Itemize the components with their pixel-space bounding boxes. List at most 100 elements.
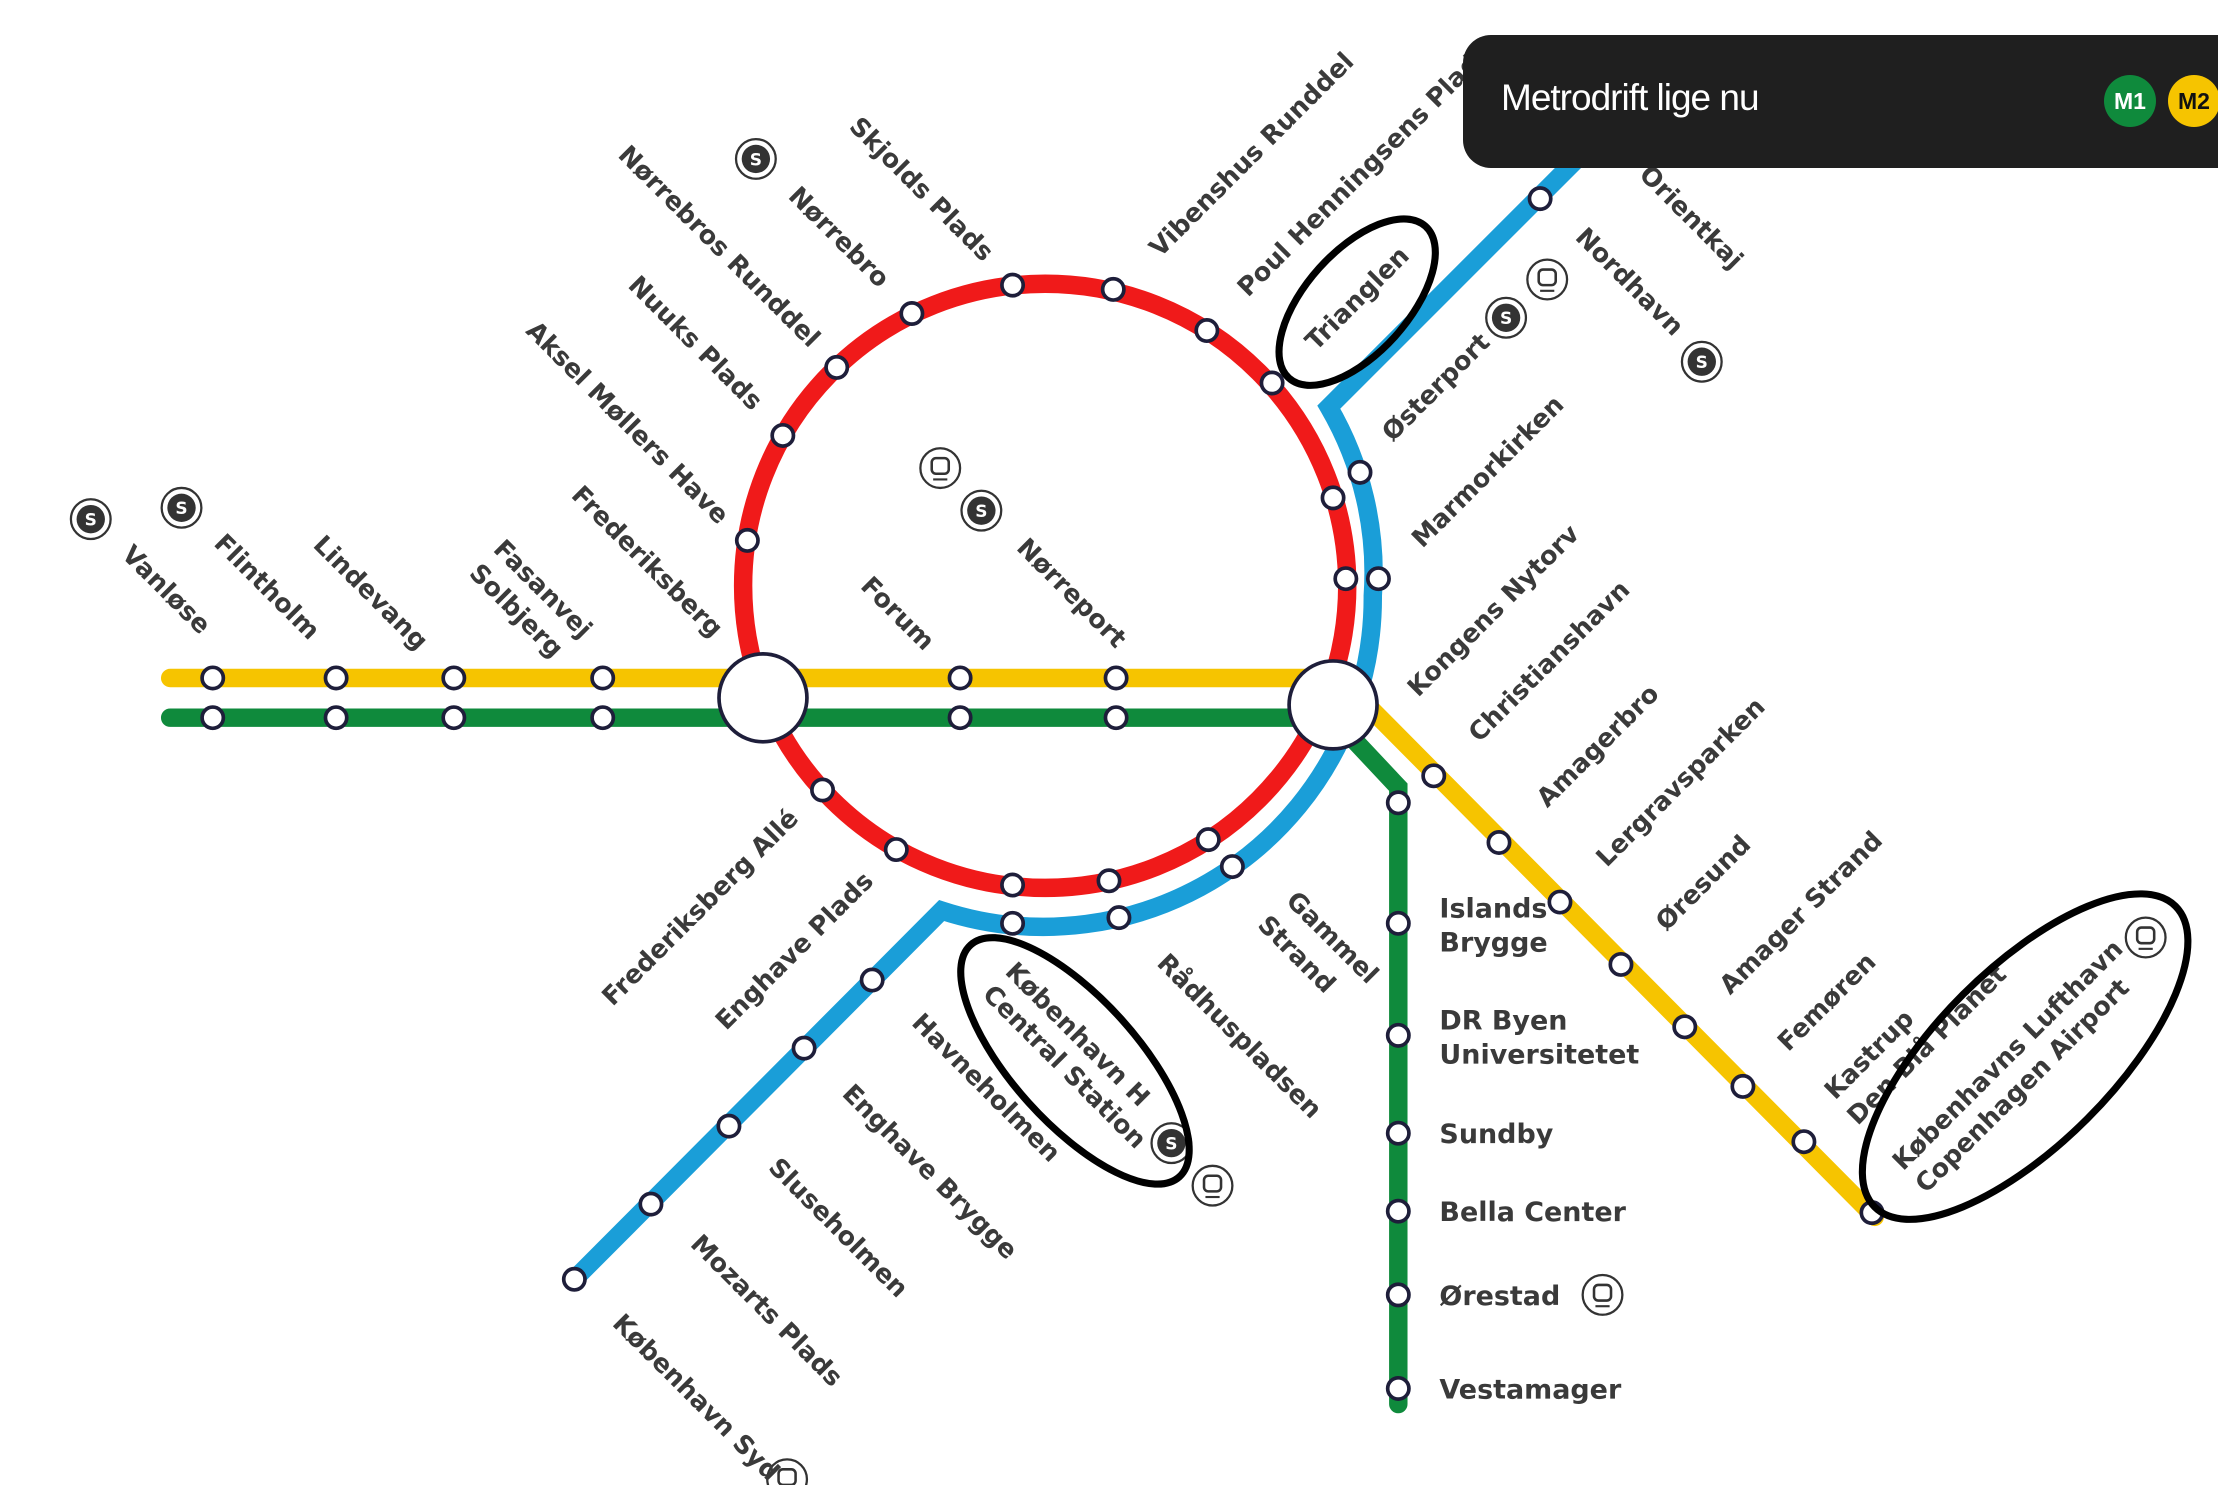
- m2-badge[interactable]: M2: [2168, 75, 2218, 127]
- station-dot[interactable]: [716, 1113, 742, 1139]
- station-dot[interactable]: [1672, 1014, 1698, 1040]
- station-label-sluseholmen[interactable]: Sluseholmen: [762, 1152, 914, 1304]
- train-icon: [1526, 258, 1569, 301]
- station-label-islands[interactable]: Islands: [1439, 894, 1547, 925]
- station-label-poul[interactable]: Poul Henningsens Plads: [1232, 38, 1497, 303]
- station-label-lindevang[interactable]: Lindevang: [307, 530, 434, 657]
- station-dot[interactable]: [1103, 665, 1129, 691]
- station-dot[interactable]: [1103, 705, 1129, 731]
- station-dot[interactable]: [1385, 1282, 1411, 1308]
- station-dot[interactable]: [1791, 1129, 1817, 1155]
- station-dot[interactable]: [323, 665, 349, 691]
- station-dot[interactable]: [899, 301, 925, 326]
- station-dot[interactable]: [734, 527, 760, 553]
- s-train-icon: S: [734, 137, 777, 180]
- station-label-norrebro[interactable]: Nørrebro: [782, 181, 895, 294]
- station-dot[interactable]: [1259, 370, 1285, 396]
- station-dot[interactable]: [1385, 1022, 1411, 1048]
- station-dot[interactable]: [1385, 1375, 1411, 1401]
- train-icon: [919, 447, 962, 490]
- station-label-kbh-syd[interactable]: København Syd: [606, 1308, 785, 1485]
- station-label-nordhavn[interactable]: Nordhavn: [1569, 222, 1689, 342]
- station-dot[interactable]: [590, 705, 616, 731]
- svg-text:S: S: [175, 499, 187, 519]
- interchange-station[interactable]: [717, 652, 809, 744]
- s-train-icon: S: [1485, 296, 1528, 339]
- line-m4: [567, 152, 1584, 1286]
- station-dot[interactable]: [1106, 905, 1132, 931]
- highlight-ellipses: [957, 215, 2192, 1223]
- station-dot[interactable]: [200, 705, 226, 731]
- station-dot[interactable]: [1547, 889, 1573, 915]
- station-dot[interactable]: [1385, 1198, 1411, 1224]
- station-dot[interactable]: [441, 665, 467, 691]
- station-dot[interactable]: [1194, 318, 1220, 344]
- train-icon: [1581, 1273, 1624, 1316]
- station-dot[interactable]: [883, 837, 909, 863]
- station-label-norrebros-runddel[interactable]: Nørrebros Runddel: [612, 140, 826, 354]
- station-dot[interactable]: [770, 422, 796, 448]
- station-dot[interactable]: [1100, 276, 1126, 302]
- station-dot[interactable]: [1421, 763, 1447, 789]
- svg-text:S: S: [750, 150, 762, 170]
- station-label-sundby[interactable]: Sundby: [1439, 1119, 1553, 1150]
- station-label-brygge[interactable]: Brygge: [1439, 928, 1547, 959]
- station-label-flintholm[interactable]: Flintholm: [208, 528, 326, 646]
- station-dot[interactable]: [638, 1191, 664, 1217]
- station-dot[interactable]: [1527, 186, 1553, 212]
- station-dot[interactable]: [1000, 272, 1026, 298]
- train-icon: [766, 1458, 809, 1485]
- station-dot[interactable]: [1333, 566, 1359, 592]
- s-train-icon: S: [960, 489, 1003, 532]
- station-dot[interactable]: [1608, 951, 1634, 977]
- station-label-universitetet[interactable]: Universitetet: [1439, 1040, 1639, 1071]
- station-dot[interactable]: [1096, 868, 1122, 894]
- station-dot[interactable]: [1486, 830, 1512, 855]
- metro-status-panel[interactable]: Metrodrift lige nu M1 M2 M3: [1463, 35, 2218, 168]
- station-label-orestad[interactable]: Ørestad: [1439, 1281, 1560, 1312]
- station-dot[interactable]: [1000, 872, 1026, 898]
- station-label-forum[interactable]: Forum: [854, 571, 940, 657]
- station-dot[interactable]: [1320, 485, 1346, 511]
- station-dot[interactable]: [859, 967, 885, 993]
- s-train-icon: S: [1680, 340, 1723, 383]
- station-dot[interactable]: [1385, 790, 1411, 816]
- station-label-drbyen[interactable]: DR Byen: [1439, 1006, 1567, 1037]
- station-dot[interactable]: [1385, 910, 1411, 936]
- station-dot[interactable]: [590, 665, 616, 691]
- station-label-mozarts[interactable]: Mozarts Plads: [684, 1229, 848, 1393]
- station-dot[interactable]: [1000, 910, 1026, 936]
- station-dot[interactable]: [323, 705, 349, 731]
- station-dot[interactable]: [1219, 854, 1245, 880]
- station-dot[interactable]: [1730, 1073, 1756, 1099]
- station-dot[interactable]: [947, 665, 973, 691]
- station-label-marmorkirken[interactable]: Marmorkirken: [1406, 390, 1570, 554]
- station-dot[interactable]: [1365, 566, 1391, 592]
- transfer-icons: S S S S S S S: [69, 137, 2167, 1485]
- station-label-bella[interactable]: Bella Center: [1439, 1197, 1626, 1228]
- s-train-icon: S: [69, 498, 112, 541]
- interchange-station[interactable]: [1287, 659, 1379, 751]
- station-label-norreport[interactable]: Nørreport: [1010, 533, 1132, 655]
- station-dot[interactable]: [1195, 827, 1221, 853]
- station-label-vestamager[interactable]: Vestamager: [1439, 1374, 1622, 1405]
- station-label-oresund[interactable]: Øresund: [1650, 830, 1757, 937]
- station-dot[interactable]: [441, 705, 467, 731]
- station-dot[interactable]: [810, 777, 836, 803]
- metro-lines: [160, 152, 1885, 1414]
- station-label-vanlose[interactable]: Vanløse: [116, 540, 217, 641]
- station-dot[interactable]: [791, 1035, 817, 1061]
- station-dot[interactable]: [1385, 1120, 1411, 1146]
- s-train-icon: S: [1150, 1122, 1193, 1165]
- station-dot[interactable]: [1347, 459, 1373, 485]
- m1-badge[interactable]: M1: [2104, 75, 2156, 127]
- station-dot[interactable]: [824, 354, 850, 380]
- station-label-orientkaj[interactable]: Orientkaj: [1633, 160, 1749, 276]
- highlight-ellipse: [1858, 890, 2192, 1223]
- station-label-amagerbro[interactable]: Amagerbro: [1531, 679, 1665, 813]
- station-dot[interactable]: [200, 665, 226, 691]
- station-dot[interactable]: [947, 705, 973, 731]
- station-dot[interactable]: [561, 1266, 587, 1292]
- station-label-vibenshus[interactable]: Vibenshus Runddel: [1144, 47, 1360, 263]
